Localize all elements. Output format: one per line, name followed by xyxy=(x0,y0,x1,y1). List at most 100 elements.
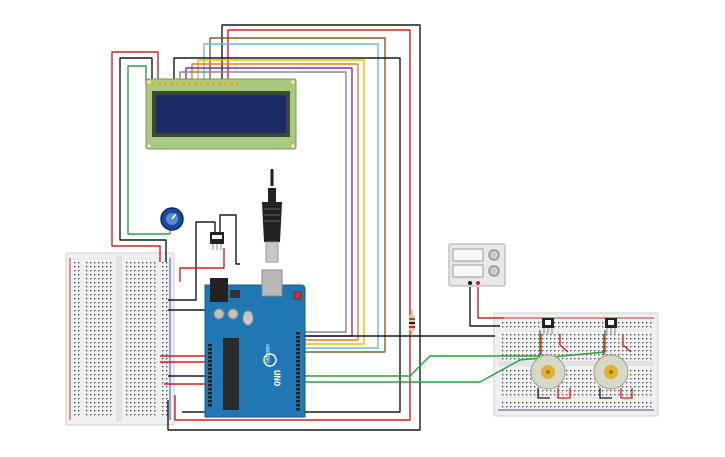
dc-motor-2[interactable] xyxy=(593,334,633,399)
hole xyxy=(146,358,148,360)
usb-cable[interactable] xyxy=(262,168,282,263)
hole xyxy=(126,338,128,340)
hole xyxy=(510,370,512,372)
hole xyxy=(626,322,628,324)
hole xyxy=(90,334,92,336)
transistor-2[interactable] xyxy=(605,318,617,334)
hole xyxy=(146,414,148,416)
hole xyxy=(598,334,600,336)
hole xyxy=(550,346,552,348)
breadboard-right[interactable] xyxy=(493,312,659,417)
hole xyxy=(130,390,132,392)
hole xyxy=(90,402,92,404)
hole xyxy=(150,330,152,332)
hole xyxy=(502,406,504,408)
hole xyxy=(154,322,156,324)
hole xyxy=(126,410,128,412)
hole xyxy=(626,402,628,404)
hole xyxy=(150,346,152,348)
dc-motor-1[interactable] xyxy=(530,334,571,399)
hole xyxy=(138,322,140,324)
hole xyxy=(106,306,108,308)
hole xyxy=(142,262,144,264)
hole xyxy=(502,382,504,384)
dc-power-supply[interactable] xyxy=(448,243,506,287)
temperature-sensor[interactable] xyxy=(210,232,224,250)
hole xyxy=(150,322,152,324)
hole xyxy=(74,394,76,396)
hole xyxy=(506,358,508,360)
hole xyxy=(570,386,572,388)
hole xyxy=(98,286,100,288)
hole xyxy=(582,334,584,336)
reset-button[interactable] xyxy=(293,291,302,300)
hole xyxy=(598,322,600,324)
hole xyxy=(102,330,104,332)
hole xyxy=(138,394,140,396)
hole xyxy=(614,346,616,348)
hole xyxy=(522,374,524,376)
hole xyxy=(542,342,544,344)
hole xyxy=(102,382,104,384)
hole xyxy=(94,374,96,376)
hole xyxy=(646,342,648,344)
arduino-power-pin xyxy=(208,360,212,363)
hole xyxy=(534,354,536,356)
hole xyxy=(518,342,520,344)
hole xyxy=(110,398,112,400)
hole xyxy=(110,294,112,296)
arduino-brand-text: ARDUINO xyxy=(264,344,270,363)
hole xyxy=(154,318,156,320)
hole xyxy=(606,334,608,336)
arduino-uno[interactable]: UNO ARDUINO xyxy=(204,269,306,418)
hole xyxy=(74,402,76,404)
hole xyxy=(554,342,556,344)
hole xyxy=(98,298,100,300)
hole xyxy=(126,346,128,348)
hole xyxy=(526,350,528,352)
hole xyxy=(78,390,80,392)
hole xyxy=(78,386,80,388)
hole xyxy=(622,350,624,352)
usb-grip xyxy=(264,220,280,222)
hole xyxy=(94,406,96,408)
hole xyxy=(94,262,96,264)
hole xyxy=(602,354,604,356)
hole xyxy=(98,346,100,348)
hole xyxy=(638,334,640,336)
hole xyxy=(578,394,580,396)
hole xyxy=(566,322,568,324)
hole xyxy=(650,354,652,356)
breadboard-left[interactable] xyxy=(65,252,175,426)
hole xyxy=(162,326,164,328)
hole xyxy=(610,346,612,348)
hole xyxy=(558,346,560,348)
hole xyxy=(90,386,92,388)
transistor-1[interactable] xyxy=(542,318,554,334)
hole xyxy=(506,406,508,408)
resistor[interactable] xyxy=(409,310,415,336)
hole xyxy=(574,326,576,328)
hole xyxy=(154,262,156,264)
lcd-screen xyxy=(156,95,286,133)
hole xyxy=(106,310,108,312)
hole xyxy=(542,350,544,352)
hole xyxy=(138,338,140,340)
hole xyxy=(94,302,96,304)
hole xyxy=(106,414,108,416)
hole xyxy=(574,402,576,404)
hole xyxy=(622,390,624,392)
hole xyxy=(514,382,516,384)
hole xyxy=(618,402,620,404)
lcd-16x2[interactable] xyxy=(145,78,297,150)
hole xyxy=(130,394,132,396)
lcd-pin xyxy=(146,82,149,86)
hole xyxy=(154,362,156,364)
hole xyxy=(510,358,512,360)
potentiometer[interactable] xyxy=(160,207,184,231)
psu-knob-icon[interactable] xyxy=(488,249,500,261)
psu-knob-icon[interactable] xyxy=(488,265,500,277)
hole xyxy=(110,402,112,404)
hole xyxy=(522,394,524,396)
hole xyxy=(134,378,136,380)
